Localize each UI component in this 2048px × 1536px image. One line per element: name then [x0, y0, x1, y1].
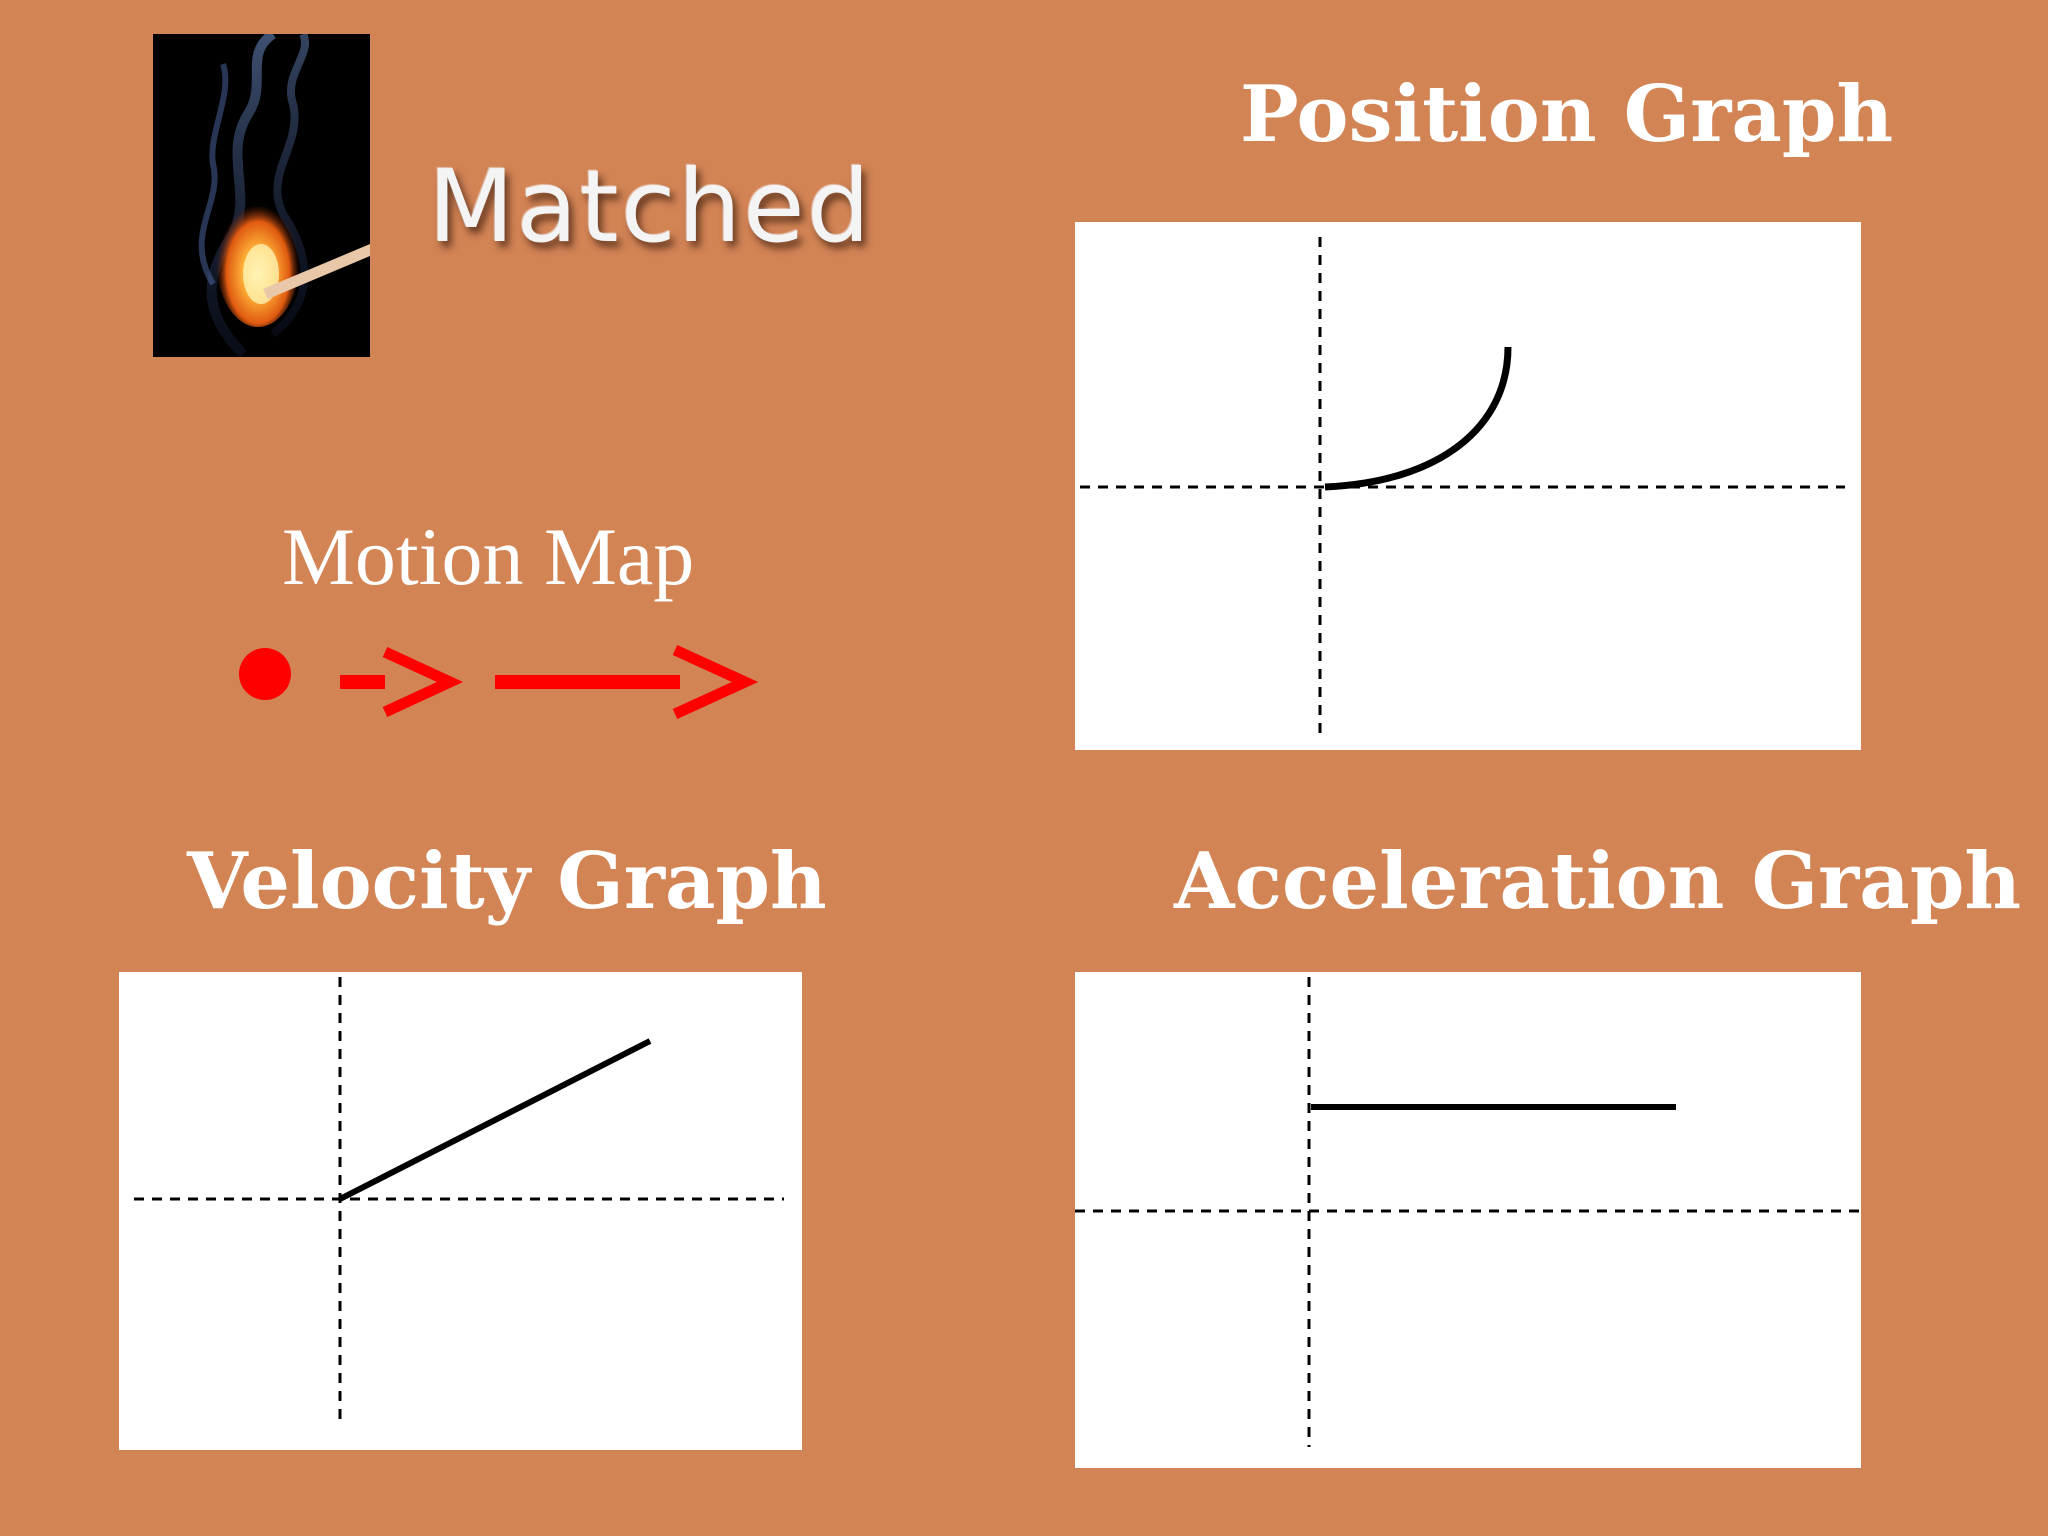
acceleration-graph-panel: [1075, 972, 1861, 1468]
position-graph-panel: [1075, 222, 1861, 750]
velocity-line: [338, 1038, 652, 1202]
arrow-right-icon: [495, 644, 759, 720]
motion-map-title: Motion Map: [282, 511, 695, 602]
arrow-right-icon: [340, 647, 464, 717]
velocity-graph-title: Velocity Graph: [187, 836, 827, 927]
velocity-graph-panel: [119, 972, 802, 1450]
position-graph-title: Position Graph: [1240, 69, 1894, 160]
slide-heading: Matched: [428, 148, 873, 265]
motion-map: [230, 630, 770, 730]
dot-icon: [239, 648, 291, 700]
acceleration-graph-title: Acceleration Graph: [1174, 836, 2022, 927]
burning-match-image: [153, 34, 370, 357]
position-curve: [1324, 346, 1512, 491]
